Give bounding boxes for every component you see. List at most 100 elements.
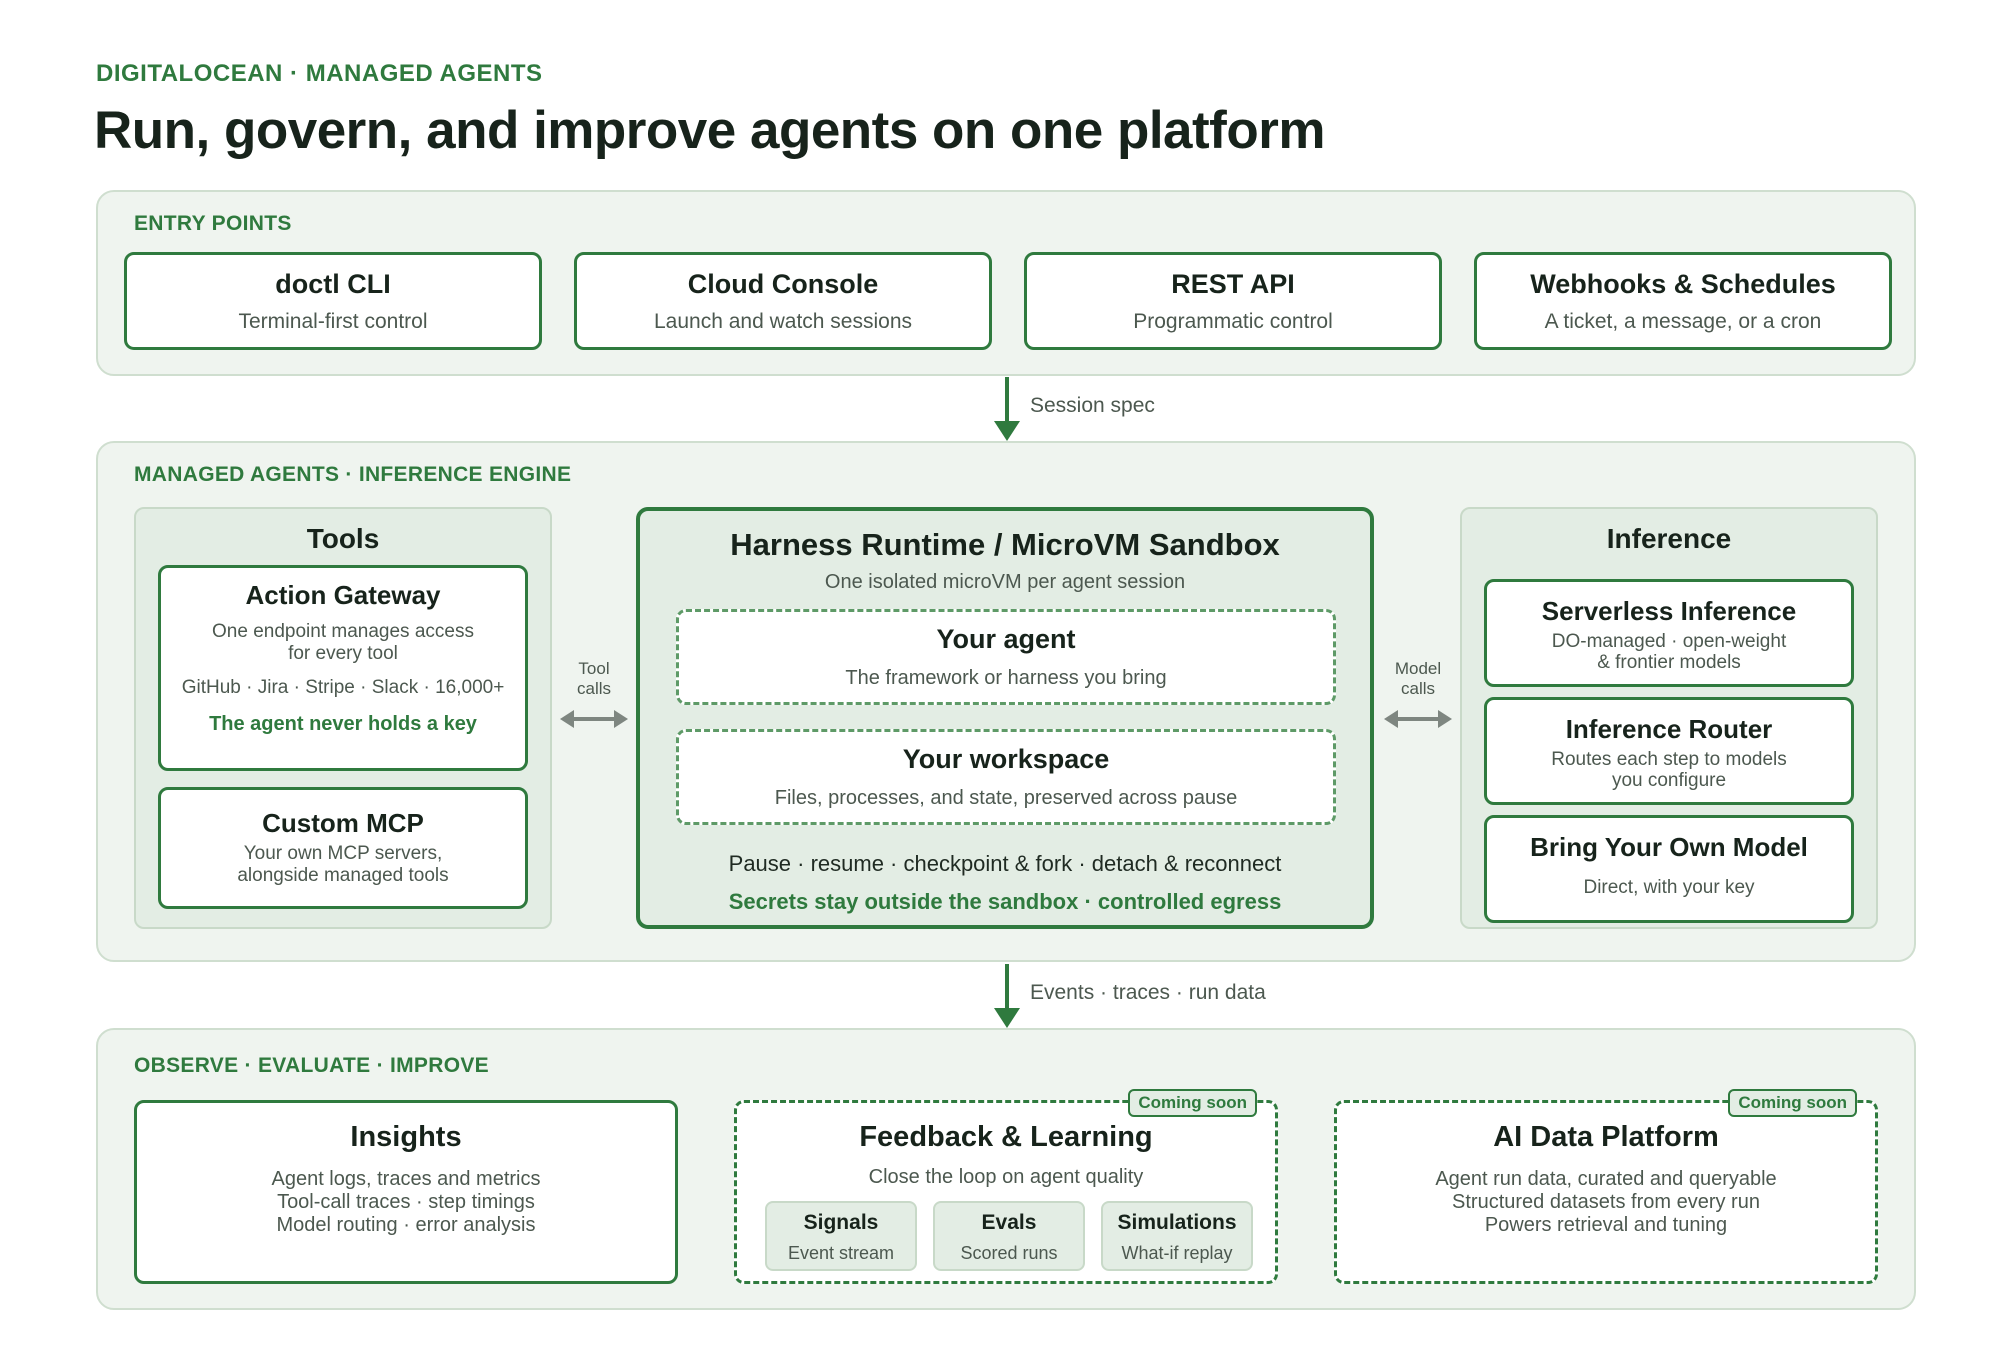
card-desc-line: Routes each step to models <box>1551 749 1787 770</box>
harness-subtitle: One isolated microVM per agent session <box>824 571 1186 593</box>
card-desc-line: Tool-call traces · step timings <box>277 1191 535 1213</box>
section-label-observe: OBSERVE · EVALUATE · IMPROVE <box>134 1054 489 1077</box>
card-desc-line: DO-managed · open-weight <box>1551 631 1787 652</box>
card-title: Action Gateway <box>245 580 441 610</box>
card-desc-line: you configure <box>1611 770 1727 791</box>
arrow-head-left <box>1384 710 1398 728</box>
arrow-head-right <box>614 710 628 728</box>
card-desc: DO-managed · open-weight & frontier mode… <box>1487 631 1851 673</box>
evals-item[interactable]: Evals Scored runs <box>933 1201 1085 1271</box>
card-desc-line: alongside managed tools <box>237 865 449 886</box>
card-desc: Routes each step to models you configure <box>1487 749 1851 791</box>
entry-card-subtitle: Terminal-first control <box>238 310 428 333</box>
entry-points-section: ENTRY POINTS doctl CLI Terminal-first co… <box>96 190 1916 376</box>
card-title: Your agent <box>936 624 1076 654</box>
observe-section: OBSERVE · EVALUATE · IMPROVE Insights Ag… <box>96 1028 1916 1310</box>
card-desc: Your own MCP servers, alongside managed … <box>161 843 525 887</box>
arrow-head-right <box>1438 710 1452 728</box>
byom-card[interactable]: Bring Your Own Model Direct, with your k… <box>1484 815 1854 923</box>
tools-panel: Tools Action Gateway One endpoint manage… <box>134 507 552 929</box>
card-title: Serverless Inference <box>1541 596 1797 626</box>
card-desc-line: & frontier models <box>1597 652 1741 673</box>
inference-router-card[interactable]: Inference Router Routes each step to mod… <box>1484 697 1854 805</box>
card-subtitle: Close the loop on agent quality <box>868 1166 1144 1188</box>
your-agent-card[interactable]: Your agent The framework or harness you … <box>676 609 1336 705</box>
harness-title: Harness Runtime / MicroVM Sandbox <box>730 527 1280 562</box>
arrow-label-line: calls <box>576 679 611 698</box>
entry-card-rest-api[interactable]: REST API Programmatic control <box>1024 252 1442 350</box>
card-desc-line: Your own MCP servers, <box>243 843 443 864</box>
ai-data-platform-card[interactable]: Coming soon AI Data Platform Agent run d… <box>1334 1089 1878 1284</box>
card-desc-line: Structured datasets from every run <box>1452 1191 1760 1213</box>
your-workspace-card[interactable]: Your workspace Files, processes, and sta… <box>676 729 1336 825</box>
double-arrow-icon <box>560 710 628 728</box>
secrets-note: Secrets stay outside the sandbox · contr… <box>728 889 1282 914</box>
eyebrow: DIGITALOCEAN · MANAGED AGENTS <box>96 60 543 87</box>
card-desc-line: One endpoint manages access <box>212 621 474 642</box>
entry-card-subtitle: Launch and watch sessions <box>654 310 912 333</box>
simulations-item[interactable]: Simulations What-if replay <box>1101 1201 1253 1271</box>
arrow-label-line: Tool <box>578 659 610 678</box>
card-title: Bring Your Own Model <box>1530 832 1808 862</box>
coming-soon-badge: Coming soon <box>1128 1089 1257 1117</box>
card-title: Insights <box>350 1121 462 1153</box>
entry-card-subtitle: A ticket, a message, or a cron <box>1544 310 1822 333</box>
entry-card-title: REST API <box>1171 269 1295 299</box>
tool-calls-label: Tool calls <box>554 659 634 699</box>
arrow-down-icon <box>994 421 1020 441</box>
card-title: Feedback & Learning <box>859 1121 1153 1153</box>
custom-mcp-card[interactable]: Custom MCP Your own MCP servers, alongsi… <box>158 787 528 909</box>
action-gateway-card[interactable]: Action Gateway One endpoint manages acce… <box>158 565 528 771</box>
managed-agents-section: MANAGED AGENTS · INFERENCE ENGINE Tools … <box>96 441 1916 962</box>
item-subtitle: Event stream <box>787 1243 895 1263</box>
page-title: Run, govern, and improve agents on one p… <box>94 101 1325 160</box>
arrow-shaft <box>1394 717 1442 721</box>
double-arrow-icon <box>1384 710 1452 728</box>
insights-card[interactable]: Insights Agent logs, traces and metrics … <box>134 1100 678 1284</box>
entry-card-subtitle: Programmatic control <box>1133 310 1333 333</box>
connector-label: Events · traces · run data <box>1030 981 1266 1004</box>
arrow-down-icon <box>994 1008 1020 1028</box>
entry-card-title: Webhooks & Schedules <box>1530 269 1836 299</box>
entry-card-title: doctl CLI <box>275 269 391 299</box>
card-note: The agent never holds a key <box>209 713 477 735</box>
card-title: AI Data Platform <box>1493 1121 1719 1153</box>
arrow-head-left <box>560 710 574 728</box>
item-title: Simulations <box>1117 1211 1237 1234</box>
connector-line <box>1005 377 1009 423</box>
card-desc-line: Agent run data, curated and queryable <box>1435 1168 1777 1190</box>
panel-title-inference: Inference <box>1606 523 1732 554</box>
card-title: Inference Router <box>1565 714 1773 744</box>
coming-soon-badge: Coming soon <box>1728 1089 1857 1117</box>
inference-panel: Inference Serverless Inference DO-manage… <box>1460 507 1878 929</box>
connector-label: Session spec <box>1030 394 1155 417</box>
arrow-label-line: Model <box>1394 659 1442 678</box>
card-title: Your workspace <box>902 744 1110 774</box>
item-subtitle: What-if replay <box>1121 1243 1233 1263</box>
arrow-shaft <box>570 717 618 721</box>
integrations-list: GitHub · Jira · Stripe · Slack · 16,000+ <box>181 677 505 698</box>
section-label-entry: ENTRY POINTS <box>134 212 292 235</box>
section-label-managed: MANAGED AGENTS · INFERENCE ENGINE <box>134 463 572 486</box>
signals-item[interactable]: Signals Event stream <box>765 1201 917 1271</box>
session-operations: Pause · resume · checkpoint & fork · det… <box>728 851 1282 876</box>
card-desc: Agent logs, traces and metrics Tool-call… <box>137 1168 675 1237</box>
card-subtitle: Files, processes, and state, preserved a… <box>774 787 1238 809</box>
entry-card-cloud-console[interactable]: Cloud Console Launch and watch sessions <box>574 252 992 350</box>
model-calls-label: Model calls <box>1378 659 1458 699</box>
arrow-label-line: calls <box>1400 679 1435 698</box>
card-desc-line: Powers retrieval and tuning <box>1484 1214 1728 1236</box>
card-title: Custom MCP <box>262 808 424 838</box>
entry-card-doctl-cli[interactable]: doctl CLI Terminal-first control <box>124 252 542 350</box>
card-desc-line: for every tool <box>288 643 398 664</box>
item-title: Signals <box>803 1211 879 1234</box>
serverless-inference-card[interactable]: Serverless Inference DO-managed · open-w… <box>1484 579 1854 687</box>
entry-card-title: Cloud Console <box>687 269 879 299</box>
card-subtitle: The framework or harness you bring <box>845 667 1167 689</box>
card-desc: Direct, with your key <box>1583 877 1755 898</box>
feedback-learning-card[interactable]: Coming soon Feedback & Learning Close th… <box>734 1089 1278 1284</box>
card-desc-line: Model routing · error analysis <box>276 1214 536 1236</box>
card-desc: Agent run data, curated and queryable St… <box>1337 1168 1875 1237</box>
entry-card-webhooks[interactable]: Webhooks & Schedules A ticket, a message… <box>1474 252 1892 350</box>
item-title: Evals <box>981 1211 1037 1234</box>
